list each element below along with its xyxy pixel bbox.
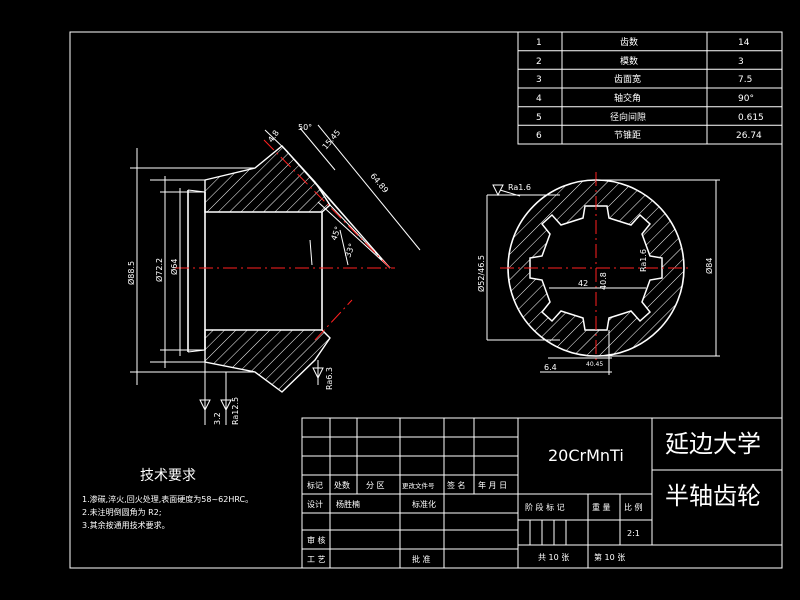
dim-dia-left-label: Ø52/46.5 [476,255,486,292]
designer-name: 杨胜楠 [336,499,360,509]
tech-note-2: 2.未注明倒圆角为 R2; [82,507,162,517]
process-label: 工 艺 [307,555,326,564]
param-no-3: 3 [536,75,542,85]
stage-mark-label: 阶 段 标 记 [525,502,565,512]
param-no-5: 5 [536,113,542,123]
row-label-sign: 签 名 [447,480,466,490]
dim-center-label: 40.8 [599,272,608,290]
dim-dia-72-label: Ø72.2 [154,258,164,282]
param-value-4: 90° [738,94,754,104]
scale-value: 2:1 [627,529,640,538]
param-value-1: 14 [738,38,750,48]
row-label-change: 更改文件号 [402,481,435,490]
dim-6-4-label: 6.4 [544,363,557,372]
lower-section-hatch [204,329,331,393]
rough-6-3-label: Ra6.3 [325,367,334,390]
param-value-5: 0.615 [738,113,764,123]
rough-top-label: Ra1.6 [508,183,531,192]
design-label: 设计 [307,499,323,509]
row-label-date: 年 月 日 [478,480,507,490]
param-no-1: 1 [536,38,542,48]
dim-42-label: 42 [578,279,588,288]
dim-dia-64-label: Ø64 [169,259,179,275]
dim-small-label: 40.45 [586,361,603,368]
param-no-2: 2 [536,57,542,67]
dim-ra-label: Ra1.6 [639,249,648,272]
side-section-view: 50° 4.8 15.45 64.89 45° 33° Ø88.5 Ø72.2 … [126,123,421,425]
part-name: 半轴齿轮 [665,482,761,510]
angle-50-label: 50° [298,123,312,132]
sheet-total: 共 10 张 [538,553,569,562]
param-no-4: 4 [536,94,542,104]
weight-label: 重 量 [592,502,611,512]
sheet-number: 第 10 张 [594,552,625,562]
rough-3-2-label: 3.2 [213,412,222,425]
front-spline-view: Ra1.6 Ø52/46.5 Ø84 42 40.8 Ra1.6 6.4 40.… [476,172,720,375]
param-value-3: 7.5 [738,75,752,85]
dim-4-8-label: 4.8 [266,129,281,145]
dim-dia-88-label: Ø88.5 [126,261,136,285]
scale-label: 比 例 [624,502,643,512]
param-name-2: 模数 [620,55,638,67]
row-label-count: 处数 [334,480,350,490]
param-name-4: 轴交角 [614,92,641,104]
param-value-6: 26.74 [736,131,762,141]
dim-dia-right-label: Ø84 [704,258,714,274]
tech-notes-title: 技术要求 [140,468,196,484]
param-value-2: 3 [738,57,744,67]
school-name: 延边大学 [665,430,761,458]
tech-note-1: 1.渗碳,淬火,回火处理,表面硬度为58~62HRC。 [82,494,253,504]
param-name-6: 节锥距 [614,129,641,141]
approve-label: 批 准 [412,554,431,564]
material-label: 20CrMnTi [548,446,624,465]
parameter-table: 1 齿数 14 2 模数 3 3 齿面宽 7.5 4 轴交角 90° 5 径向间… [517,31,783,145]
param-name-3: 齿面宽 [614,73,641,85]
param-no-6: 6 [536,131,542,141]
param-name-1: 齿数 [620,36,638,48]
technical-notes: 技术要求 1.渗碳,淬火,回火处理,表面硬度为58~62HRC。 2.未注明倒圆… [82,468,253,530]
standard-label: 标准化 [412,499,436,509]
review-label: 审 核 [307,535,326,545]
rough-12-5-label: Ra12.5 [231,397,240,425]
row-label-mark: 标记 [307,480,323,490]
tech-note-3: 3.其余按通用技术要求。 [82,520,170,530]
param-name-5: 径向间隙 [610,111,646,123]
angle-45-label: 45° [329,225,342,241]
angle-33-label: 33° [343,242,356,258]
row-label-zone: 分 区 [366,481,385,490]
title-block: 20CrMnTi 延边大学 半轴齿轮 标记 处数 分 区 更改文件号 签 名 年… [301,417,783,569]
